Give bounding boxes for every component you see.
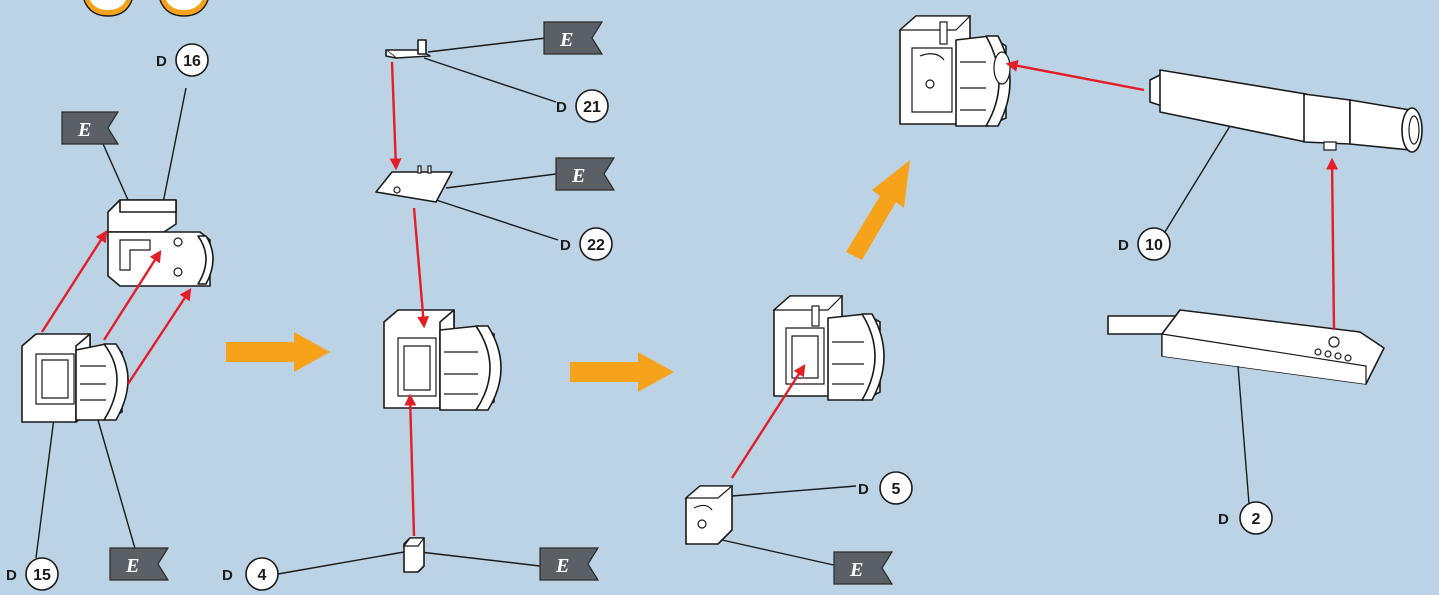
- svg-text:E: E: [849, 559, 863, 581]
- svg-text:E: E: [555, 555, 569, 577]
- svg-text:E: E: [125, 555, 139, 577]
- label-d5: D 5: [858, 472, 912, 504]
- step1-group: E E D 16 D 15: [6, 44, 213, 590]
- label-d2: D 2: [1218, 502, 1272, 534]
- svg-text:5: 5: [892, 481, 901, 498]
- flag-e-top-left: E: [62, 112, 118, 144]
- svg-text:D: D: [1218, 511, 1229, 528]
- step4-group: D 10 D 2: [900, 16, 1422, 534]
- label-d10: D 10: [1118, 228, 1170, 260]
- flag-e-bottom-mid: E: [540, 548, 598, 580]
- cropped-step-badges: [84, 0, 208, 16]
- part-final-block-drawing: [900, 16, 1010, 126]
- step3-group: E D 5: [686, 296, 912, 584]
- part-step3-block-drawing: [774, 296, 884, 400]
- part-d22-drawing: [376, 166, 452, 202]
- svg-text:21: 21: [583, 99, 601, 116]
- orange-step-arrow-2: [570, 352, 674, 392]
- svg-text:4: 4: [258, 567, 267, 584]
- svg-text:D: D: [560, 237, 571, 254]
- label-d4: D 4: [222, 558, 278, 590]
- orange-step-arrow-3: [846, 160, 910, 260]
- svg-text:D: D: [156, 53, 167, 70]
- part-d5-drawing: [686, 486, 732, 544]
- label-d15: D 15: [6, 558, 58, 590]
- flag-e-bottom-left: E: [110, 548, 168, 580]
- label-d22: D 22: [560, 228, 612, 260]
- part-d15-drawing: [22, 334, 128, 422]
- flag-e-top-mid: E: [544, 22, 602, 54]
- svg-text:D: D: [556, 99, 567, 116]
- svg-text:D: D: [222, 567, 233, 584]
- label-d21: D 21: [556, 90, 608, 122]
- svg-text:10: 10: [1145, 237, 1163, 254]
- part-d2-drawing: [1108, 310, 1384, 384]
- svg-text:E: E: [571, 165, 585, 187]
- step2-group: E E E D 21 D 22 D 4: [222, 22, 614, 590]
- svg-text:15: 15: [33, 567, 51, 584]
- part-d16-drawing: [108, 200, 213, 286]
- svg-text:E: E: [77, 119, 91, 141]
- part-d4-drawing: [404, 538, 424, 572]
- svg-text:D: D: [6, 567, 17, 584]
- svg-text:E: E: [559, 29, 573, 51]
- part-d10-drawing: [1150, 70, 1422, 152]
- flag-e-bottom-right-mid: E: [834, 552, 892, 584]
- label-d16: D 16: [156, 44, 208, 76]
- svg-text:D: D: [858, 481, 869, 498]
- part-main-block-drawing: [384, 310, 501, 410]
- svg-text:16: 16: [183, 53, 201, 70]
- flag-e-mid-mid: E: [556, 158, 614, 190]
- part-d21-drawing: [386, 40, 430, 58]
- svg-text:D: D: [1118, 237, 1129, 254]
- svg-text:22: 22: [587, 237, 605, 254]
- svg-text:2: 2: [1252, 511, 1261, 528]
- orange-step-arrow-1: [226, 332, 330, 372]
